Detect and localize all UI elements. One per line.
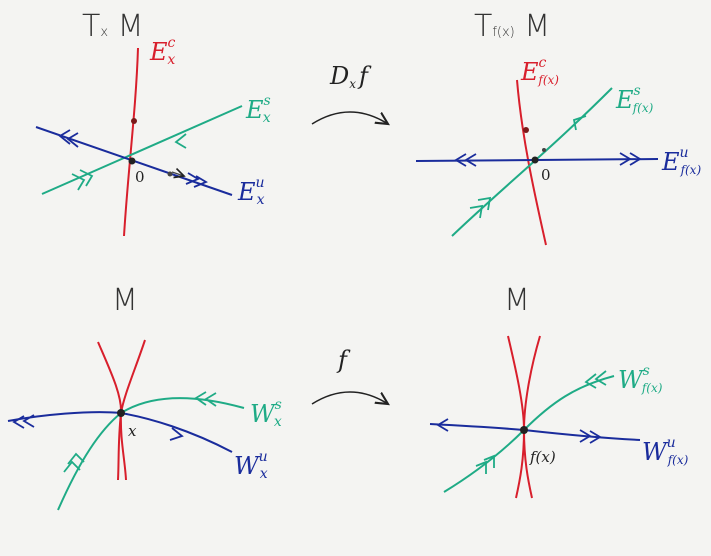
map-arrow-dxf bbox=[311, 111, 388, 124]
stable-arrow-upper bbox=[174, 133, 187, 149]
unstable-arrow-right-m bbox=[169, 427, 184, 441]
stable-point-fx bbox=[542, 148, 546, 152]
label-wu-fx: Wuf(x) bbox=[642, 435, 689, 467]
top-right-panel bbox=[415, 79, 659, 246]
origin-point-fx bbox=[531, 156, 539, 164]
unstable-arrow-right-mfx bbox=[579, 429, 602, 444]
origin-label-fx: 0 bbox=[541, 166, 551, 184]
label-map-f: f bbox=[338, 346, 347, 374]
unstable-arrow-left-m bbox=[12, 414, 35, 429]
title-sub: f(x) bbox=[492, 25, 515, 40]
label-es-x: Esx bbox=[246, 93, 271, 126]
origin-point bbox=[128, 157, 136, 165]
stable-arrow-right-m bbox=[194, 391, 217, 407]
point-x bbox=[117, 409, 125, 417]
center-point bbox=[131, 118, 137, 124]
label-es-fx: Esf(x) bbox=[616, 83, 654, 115]
center-line-ec-x bbox=[123, 47, 139, 237]
title-manifold-left: M bbox=[112, 283, 138, 318]
bottom-right-panel bbox=[429, 335, 641, 499]
unstable-arrow-left-mfx bbox=[436, 418, 449, 432]
point-fx bbox=[520, 426, 528, 434]
stable-arrow-lower-fx bbox=[469, 196, 492, 219]
point-label-x: x bbox=[128, 422, 137, 440]
stable-arrow-upper-fx bbox=[572, 115, 587, 131]
unstable-arrow-right-fx bbox=[619, 152, 642, 166]
title-t: T bbox=[474, 9, 493, 44]
stable-manifold-ws-fx bbox=[443, 375, 615, 493]
center-manifold-branch-a-fx bbox=[507, 335, 526, 499]
unstable-arrow-right bbox=[185, 172, 208, 188]
label-ec-x: Ecx bbox=[150, 35, 176, 68]
label-ec-fx: Ecf(x) bbox=[521, 55, 559, 87]
title-tangent-space-x: Tx M bbox=[82, 12, 143, 42]
center-point-fx bbox=[523, 127, 529, 133]
label-ws-fx: Wsf(x) bbox=[618, 363, 663, 395]
unstable-point bbox=[167, 171, 173, 177]
stable-manifold-ws-x bbox=[57, 397, 245, 511]
stable-arrow-lower-m bbox=[63, 452, 85, 473]
small-arrow-origin bbox=[171, 172, 184, 176]
origin-label-x: 0 bbox=[135, 168, 145, 186]
unstable-arrow-left-fx bbox=[454, 153, 477, 167]
stable-arrow-lower bbox=[71, 169, 94, 191]
label-ws-x: Wsx bbox=[250, 397, 282, 430]
title-manifold-right: M bbox=[504, 283, 530, 318]
title-tangent-space-fx: Tf(x) M bbox=[474, 12, 550, 42]
label-eu-fx: Euf(x) bbox=[662, 145, 702, 177]
point-label-fx: f(x) bbox=[530, 448, 556, 466]
stable-arrow-upper-mfx bbox=[584, 370, 607, 389]
bottom-left-panel bbox=[7, 339, 245, 511]
title-sub: x bbox=[100, 25, 109, 40]
label-wu-x: Wux bbox=[234, 449, 268, 482]
title-t: T bbox=[82, 9, 101, 44]
stable-line-es-x bbox=[41, 105, 243, 195]
top-left-panel bbox=[35, 47, 243, 237]
title-m: M bbox=[117, 9, 144, 44]
center-line-ec-fx bbox=[516, 79, 547, 246]
unstable-arrow-left bbox=[58, 129, 79, 148]
stable-arrow-lower-mfx bbox=[475, 454, 495, 474]
stable-line-es-fx bbox=[451, 87, 613, 237]
title-m: M bbox=[524, 9, 551, 44]
map-arrow-f bbox=[311, 391, 388, 404]
unstable-manifold-wu-fx bbox=[429, 423, 641, 441]
label-eu-x: Eux bbox=[238, 175, 265, 208]
